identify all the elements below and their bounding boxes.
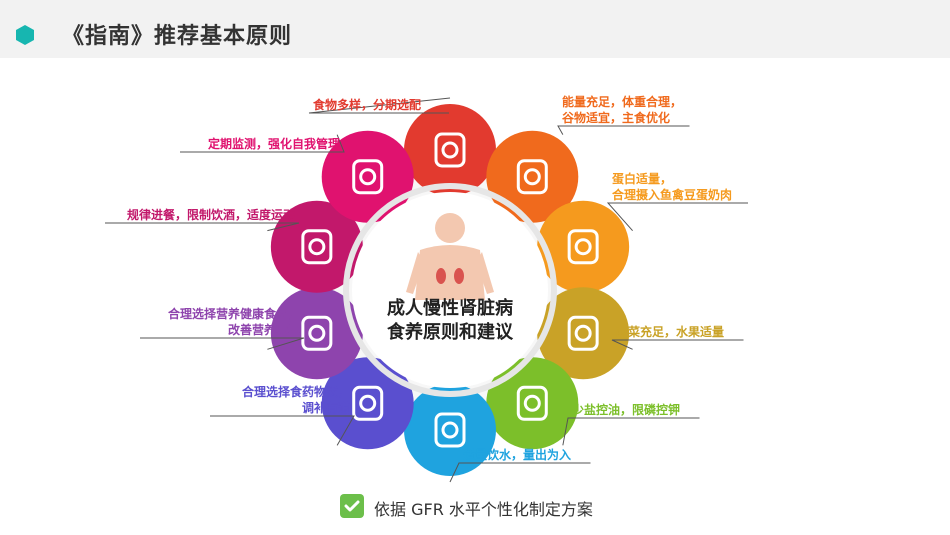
water-icon bbox=[434, 412, 466, 448]
principle-label-line: 调补有道 bbox=[301, 401, 350, 415]
petal-4 bbox=[537, 287, 630, 380]
exercise-icon bbox=[301, 229, 333, 265]
principle-label-1: 食物多样，分期选配 bbox=[313, 97, 473, 113]
center-title-line-2: 食养原则和建议 bbox=[387, 322, 513, 343]
principle-label-line: 合理选择营养健康食品， bbox=[167, 307, 300, 321]
principle-label-4: 蔬菜充足，水果适量 bbox=[616, 324, 766, 340]
principle-label-line: 改善营养状况 bbox=[227, 323, 300, 337]
principle-label-line: 谷物适宜，主食优化 bbox=[562, 111, 671, 125]
page-title: 《指南》推荐基本原则 bbox=[62, 24, 293, 49]
footer-text: 依据 GFR 水平个性化制定方案 bbox=[374, 500, 593, 519]
salt-oil-icon bbox=[516, 385, 548, 421]
principle-label-line: 能量充足，体重合理， bbox=[562, 95, 683, 109]
leader-line-6 bbox=[449, 462, 591, 483]
petal-1 bbox=[404, 104, 496, 196]
center-ring bbox=[343, 183, 557, 397]
principle-label-9: 规律进餐，限制饮酒，适度运动 bbox=[95, 207, 295, 223]
principle-label-line: 食物多样，分期选配 bbox=[313, 98, 422, 112]
principle-label-line: 少盐控油，限磷控钾 bbox=[572, 403, 681, 417]
supplement-icon bbox=[301, 315, 333, 351]
principle-label-line: 规律进餐，限制饮酒，适度运动 bbox=[126, 208, 295, 222]
principle-label-2: 能量充足，体重合理， 谷物适宜，主食优化 bbox=[562, 94, 712, 126]
principle-label-line: 蛋白适量， bbox=[612, 172, 673, 186]
principle-label-8: 合理选择营养健康食品， 改善营养状况 bbox=[130, 306, 300, 338]
vegetables-icon bbox=[567, 315, 599, 351]
principle-label-6: 适量饮水，量出为入 bbox=[463, 447, 613, 463]
center-title: 成人慢性肾脏病 食养原则和建议 bbox=[370, 297, 530, 345]
leader-line-5 bbox=[562, 417, 700, 446]
human-body-icon bbox=[406, 213, 494, 300]
grains-icon bbox=[516, 159, 548, 195]
leader-line-10 bbox=[180, 134, 345, 153]
protein-icon bbox=[567, 229, 599, 265]
principle-label-line: 合理摄入鱼禽豆蛋奶肉 bbox=[612, 188, 733, 202]
monitoring-icon bbox=[352, 159, 384, 195]
principle-label-line: 适量饮水，量出为入 bbox=[463, 448, 572, 462]
food-variety-icon bbox=[434, 132, 466, 168]
principle-label-10: 定期监测，强化自我管理 bbox=[170, 136, 340, 152]
leader-line-7 bbox=[210, 415, 355, 446]
petal-6 bbox=[404, 384, 496, 476]
leader-line-3 bbox=[606, 202, 748, 232]
principle-label-line: 定期监测，强化自我管理 bbox=[207, 137, 340, 151]
leader-line-9 bbox=[105, 222, 300, 232]
principle-label-line: 蔬菜充足，水果适量 bbox=[616, 325, 725, 339]
petal-2 bbox=[486, 130, 579, 223]
leader-line-2 bbox=[557, 125, 690, 135]
principle-label-3: 蛋白适量， 合理摄入鱼禽豆蛋奶肉 bbox=[612, 171, 772, 203]
leader-line-4 bbox=[611, 339, 744, 350]
principle-label-7: 合理选择食药物质， 调补有道 bbox=[200, 384, 350, 416]
kidneys-icon bbox=[436, 268, 464, 284]
petal-8 bbox=[270, 287, 363, 380]
principles-diagram bbox=[105, 97, 748, 483]
leader-line-1 bbox=[308, 97, 451, 114]
hexagon-icon bbox=[16, 25, 34, 45]
petal-10 bbox=[321, 130, 414, 223]
center-title-line-1: 成人慢性肾脏病 bbox=[387, 298, 513, 319]
leader-line-8 bbox=[140, 337, 305, 350]
herbal-icon bbox=[352, 385, 384, 421]
petal-3 bbox=[537, 200, 630, 293]
principle-label-5: 少盐控油，限磷控钾 bbox=[572, 402, 722, 418]
checkmark-icon bbox=[340, 494, 364, 518]
petal-7 bbox=[321, 357, 414, 450]
header-bar: 《指南》推荐基本原则 bbox=[0, 0, 950, 58]
petal-5 bbox=[486, 357, 579, 450]
principle-label-line: 合理选择食药物质， bbox=[241, 385, 350, 399]
